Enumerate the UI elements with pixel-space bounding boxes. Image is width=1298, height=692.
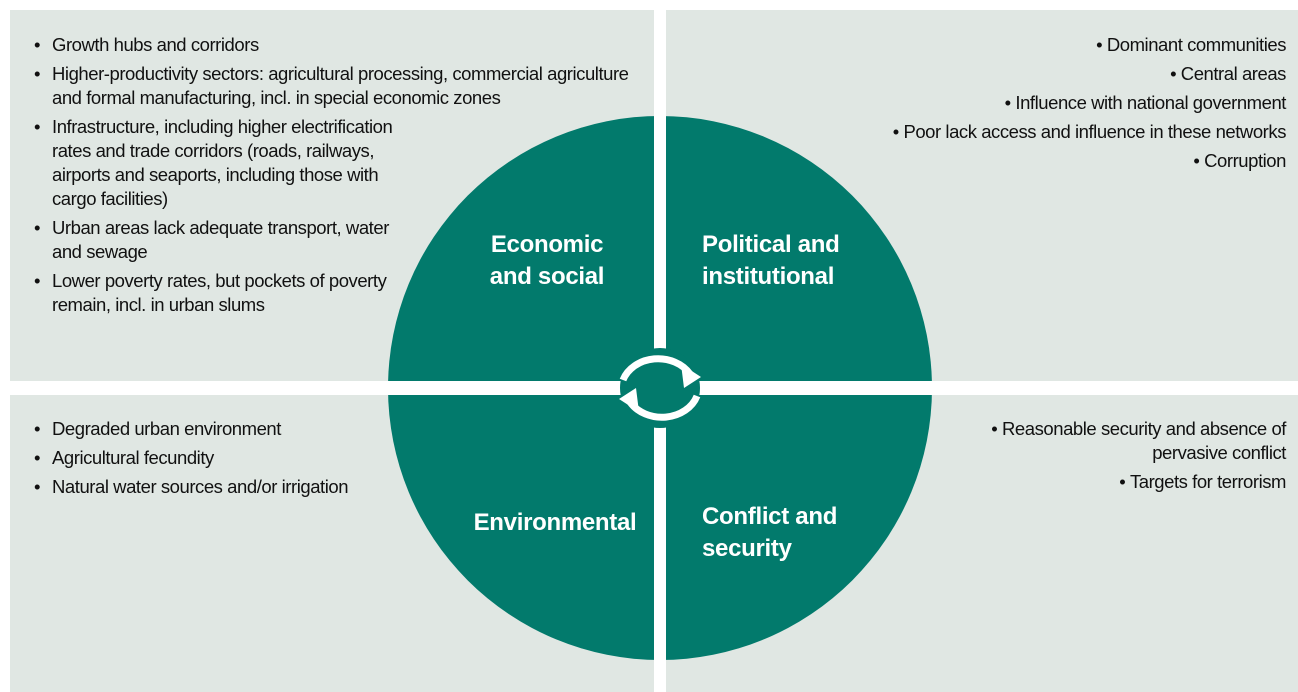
- label-line: and social: [489, 263, 605, 290]
- list-item: Infrastructure, including higher electri…: [34, 115, 420, 211]
- list-item: Natural water sources and/or irrigation: [34, 475, 454, 499]
- list-item: Reasonable security and absence of perva…: [966, 417, 1286, 465]
- list-item: Agricultural fecundity: [34, 446, 454, 470]
- cycle-arrows-icon: [619, 348, 701, 428]
- list-item: Growth hubs and corridors: [34, 33, 674, 57]
- list-item: Lower poverty rates, but pockets of pove…: [34, 269, 390, 317]
- label-line: Political and: [702, 231, 840, 258]
- quadrant-label-conflict-security: Conflict and security: [702, 501, 882, 565]
- list-item: Higher-productivity sectors: agricultura…: [34, 62, 638, 110]
- label-line: institutional: [702, 263, 835, 290]
- quadrant-label-environmental: Environmental: [460, 507, 650, 539]
- list-item: Central areas: [686, 62, 1287, 86]
- list-item: Poor lack access and influence in these …: [686, 120, 1286, 144]
- list-item: Corruption: [686, 149, 1286, 173]
- vertical-divider: [654, 0, 666, 692]
- label-line: Environmental: [473, 509, 637, 536]
- quadrant-label-political-institutional: Political and institutional: [702, 229, 882, 293]
- list-item: Urban areas lack adequate transport, wat…: [34, 216, 390, 264]
- label-line: Economic: [490, 231, 604, 258]
- economic-social-list: Growth hubs and corridors Higher-product…: [34, 33, 674, 322]
- list-item: Degraded urban environment: [34, 417, 454, 441]
- quadrant-label-economic-social: Economic and social: [472, 229, 622, 293]
- list-item: Influence with national government: [686, 91, 1286, 115]
- list-item: Dominant communities: [686, 33, 1287, 57]
- list-item: Targets for terrorism: [866, 470, 1287, 494]
- label-line: Conflict and: [702, 503, 838, 530]
- environmental-list: Degraded urban environment Agricultural …: [34, 417, 454, 504]
- label-line: security: [702, 535, 792, 562]
- conflict-security-list: Reasonable security and absence of perva…: [866, 417, 1286, 499]
- political-institutional-list: Dominant communities Central areas Influ…: [686, 33, 1286, 178]
